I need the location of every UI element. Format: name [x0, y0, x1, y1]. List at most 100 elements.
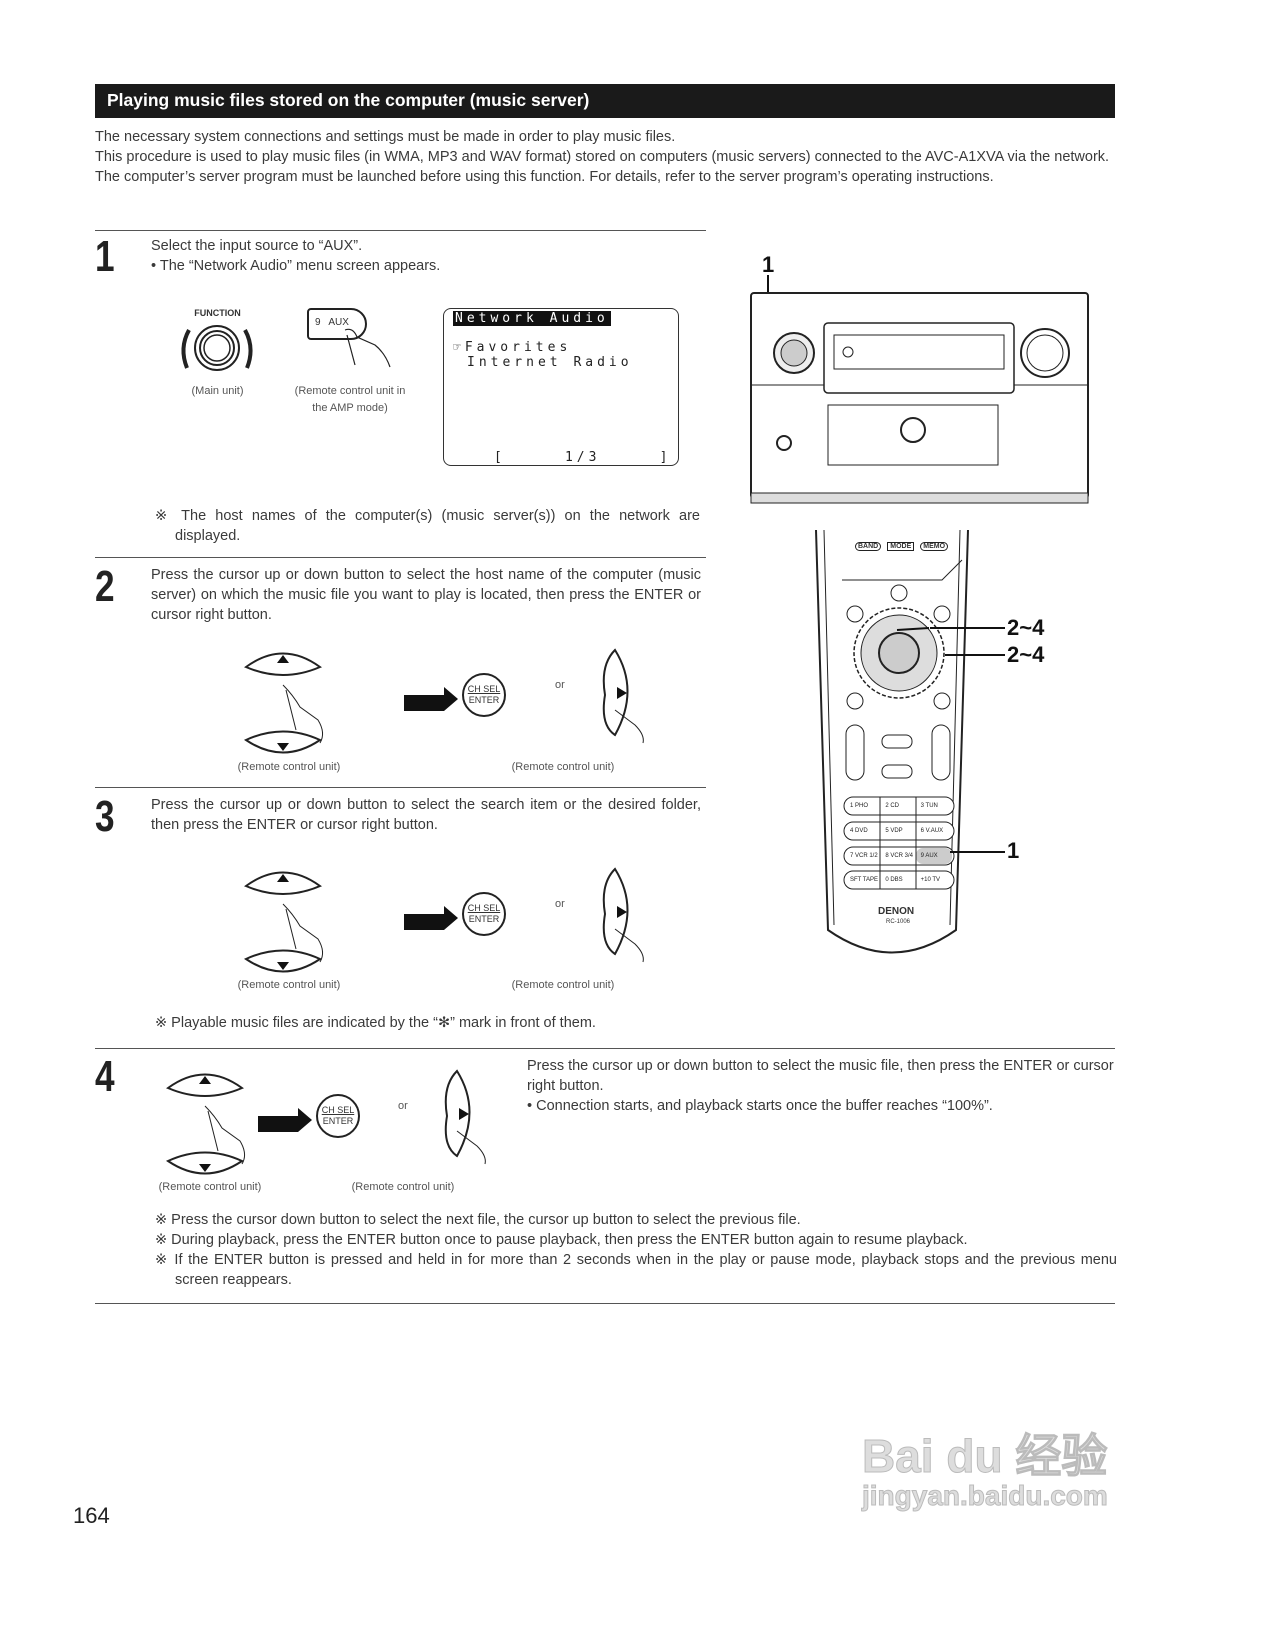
divider	[95, 1303, 1115, 1304]
step-text: Press the cursor up or down button to se…	[151, 567, 701, 623]
enter-button-bottom-label: ENTER	[322, 1116, 354, 1126]
step-number: 2	[95, 562, 115, 611]
caption: (Remote control unit)	[237, 761, 341, 773]
step-text: Press the cursor up or down button to se…	[527, 1058, 1114, 1094]
screen-item-internet-radio: Internet Radio	[467, 355, 633, 370]
intro-line: This procedure is used to play music fil…	[95, 149, 1110, 165]
divider	[95, 787, 706, 788]
watermark-url: jingyan.baidu.com	[862, 1480, 1109, 1512]
key-6-vaux: 6 V.AUX	[920, 828, 944, 834]
note: ※ If the ENTER button is pressed and hel…	[155, 1252, 1117, 1288]
step-text: Press the cursor up or down button to se…	[151, 797, 701, 833]
hand-icon	[344, 328, 391, 368]
cursor-pad	[238, 864, 328, 984]
key-1-pho: 1 PHO	[850, 803, 869, 809]
remote-model: RC-1006	[886, 919, 911, 925]
note: ※ The host names of the computer(s) (mus…	[155, 508, 700, 544]
step-4-text: Press the cursor up or down button to se…	[527, 1056, 1117, 1116]
callout-main-unit: 1	[762, 252, 775, 277]
cursor-right-icon	[602, 648, 644, 744]
arrow-icon	[404, 695, 444, 711]
step-number: 3	[95, 792, 115, 841]
cursor-pad	[238, 645, 328, 765]
cursor-updown-icon	[243, 652, 324, 754]
remote-illustration	[815, 530, 969, 954]
screen-item-favorites: ☞Favorites	[453, 340, 572, 355]
remote-key-row: 4 DVD 5 VDP 6 V.AUX	[846, 822, 952, 840]
cursor-right-icon	[444, 1069, 486, 1165]
divider	[95, 1048, 1115, 1049]
note: ※ Playable music files are indicated by …	[155, 1015, 596, 1031]
callout-aux: 1	[1007, 838, 1020, 863]
caption: (Main unit)	[191, 385, 244, 397]
key-7-vcr12: 7 VCR 1/2	[850, 853, 878, 859]
caption: (Remote control unit)	[158, 1181, 262, 1193]
leader-line	[950, 851, 1005, 853]
or-label: or	[555, 898, 565, 910]
function-label: FUNCTION	[194, 308, 241, 318]
key-3-tun: 3 TUN	[920, 803, 938, 809]
screen-title: Network Audio	[453, 311, 611, 326]
divider	[95, 557, 706, 558]
leader-line	[945, 654, 1005, 656]
step-number: 4	[95, 1052, 115, 1101]
remote-brand: DENON	[878, 906, 915, 917]
key-5-vdp: 5 VDP	[885, 828, 903, 834]
callout-up: 2~4	[1007, 615, 1045, 640]
cursor-right	[437, 1066, 497, 1171]
cursor-pad	[160, 1066, 250, 1186]
key-0-dbs: 0 DBS	[885, 877, 903, 883]
memo-button: MEMO	[920, 542, 949, 551]
or-label: or	[555, 679, 565, 691]
arrow-head-icon	[444, 687, 458, 711]
intro-line: The necessary system connections and set…	[95, 129, 676, 145]
enter-button-bottom-label: ENTER	[468, 695, 500, 705]
cursor-right-icon	[602, 867, 644, 963]
caption: (Remote control unit)	[511, 761, 615, 773]
screen-page-indicator: [ 1/3 ]	[494, 450, 672, 465]
remote-key-row: SFT TAPE 0 DBS +10 TV	[846, 871, 952, 889]
step-1-text: Select the input source to “AUX”. • The …	[151, 236, 701, 276]
divider	[95, 230, 706, 231]
key-9-aux: 9 AUX	[920, 853, 938, 859]
arrow-head-icon	[444, 906, 458, 930]
step-bullet: • Connection starts, and playback starts…	[527, 1098, 993, 1114]
mode-button: MODE	[887, 542, 915, 551]
cursor-updown-icon	[243, 871, 324, 973]
caption: (Remote control unit in the AMP mode)	[294, 385, 406, 414]
remote-key-row: 1 PHO 2 CD 3 TUN	[846, 797, 952, 815]
arrow-icon	[258, 1116, 298, 1132]
caption: (Remote control unit)	[511, 979, 615, 991]
network-audio-screen: Network Audio ☞Favorites Internet Radio …	[443, 308, 679, 466]
step-number: 1	[95, 232, 115, 281]
watermark-logo: Bai du 经验	[861, 1430, 1108, 1483]
function-knob: FUNCTION	[175, 308, 260, 383]
enter-button-top-label: CH SEL	[467, 903, 501, 913]
caption: (Remote control unit)	[237, 979, 341, 991]
knob-icon	[181, 325, 253, 371]
cursor-right	[595, 645, 655, 750]
enter-button-bottom-label: ENTER	[468, 914, 500, 924]
page-number: 164	[73, 1503, 110, 1528]
key-4-dvd: 4 DVD	[850, 828, 868, 834]
remote-key-row: 7 VCR 1/2 8 VCR 3/4 9 AUX	[846, 847, 952, 865]
arrow-head-icon	[298, 1108, 312, 1132]
caption: (Remote control unit)	[351, 1181, 455, 1193]
enter-button-top-label: CH SEL	[321, 1105, 355, 1115]
enter-button-top-label: CH SEL	[467, 684, 501, 694]
section-header: Playing music files stored on the comput…	[95, 84, 1115, 118]
arrow-icon	[404, 914, 444, 930]
note: ※ Press the cursor down button to select…	[155, 1212, 801, 1228]
leader-line	[930, 627, 1005, 629]
band-button: BAND	[855, 542, 882, 551]
note: ※ During playback, press the ENTER butto…	[155, 1232, 968, 1248]
key-10-tv: +10 TV	[920, 877, 941, 883]
